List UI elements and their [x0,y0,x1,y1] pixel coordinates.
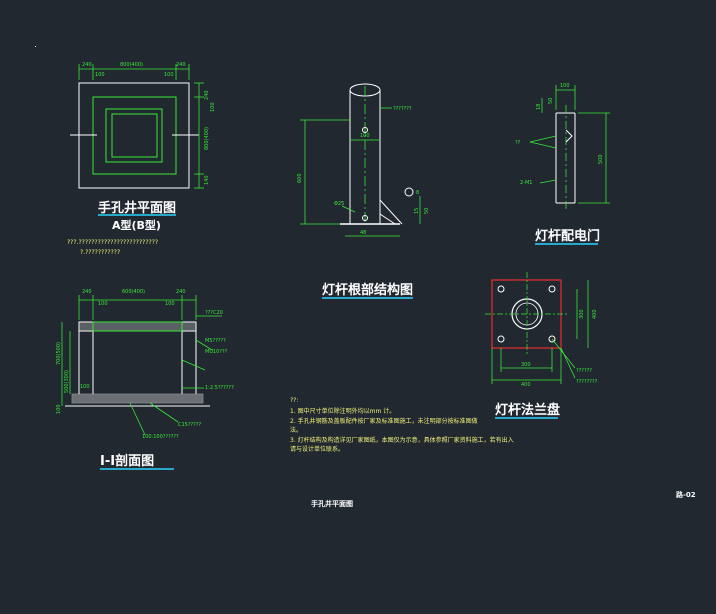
pole-door-view: 100 18 50 500 ?? 2-M1 灯杆配电门 [515,83,610,245]
plan-dim-right-140: 140 [204,175,210,185]
flange-bolt-hole [548,335,556,343]
note-3b: 请与设计单位联系。 [290,445,344,453]
root-dim-8: 8 [416,190,419,196]
section-label-m5: M5????? [205,338,226,344]
section-dim-left-500: 500(300) [64,370,70,393]
plan-dim-right-240: 240 [204,90,210,100]
door-dim-500: 500 [598,154,604,164]
plan-dimensions [78,64,204,189]
drawing-notes: ??: 1. 图中尺寸单位除注明外均以mm 计。 2. 手孔井钢筋及盖板配件按厂… [290,397,514,453]
section-base-slab [71,393,204,404]
flange-bolt-hole [497,335,505,343]
root-title: 灯杆根部结构图 [322,282,413,298]
flange-dim-v300: 300 [579,309,585,319]
plan-cover [111,113,158,158]
pole-root-view: ??????? 100 600 Φ25 8 15 50 48 灯杆根部结构图 [297,83,430,299]
plan-dim-240: 240 [82,62,92,68]
section-label-ratio: 1:2.5?????? [205,385,234,391]
section-dim-240: 240 [82,289,92,295]
section-label-c20: ???C20 [205,310,223,316]
plan-dim-100: 100 [95,72,105,78]
section-dim-left-700: 700(500) [56,342,62,365]
root-dim-50: 50 [424,208,430,214]
note-3: 3. 灯杆结构及构造详见厂家图纸，本图仅为示意，具体参照厂家资料施工，若有出入 [290,436,514,444]
flange-dim-v400: 400 [592,309,598,319]
section-dim-100: 100 [98,301,108,307]
section-dim-100b: 100 [165,301,175,307]
section-dimensions [61,295,222,436]
pole-ring [404,187,414,197]
plan-dim-right-800: 800(400) [204,127,210,150]
section-dim-inner-100: 100 [80,384,90,390]
root-dim-phi: Φ25 [334,201,344,207]
root-dim-600: 600 [297,173,303,183]
door-dim-50: 50 [548,98,554,104]
section-dim-left-100: 100 [56,404,62,414]
sheet-number: 路-02 [676,490,696,499]
door-dimensions [529,85,610,204]
section-label-bottom: 100:100?????? [142,434,179,440]
flange-bolt-hole [548,285,556,293]
handhole-section-view: 240 600(400) 240 100 100 700(500) 500(30… [56,289,234,470]
flange-dim-300: 300 [521,362,531,368]
door-label-2m1: 2-M1 [520,180,532,186]
root-dimensions [300,107,421,237]
plan-dim-100b: 100 [164,72,174,78]
door-label-pp: ?? [515,140,521,146]
section-cover-hatch [79,322,196,331]
sheet-title: 手孔井平面图 [311,499,353,508]
note-2: 2. 手孔井钢筋及盖板配件按厂家及标准图施工，未注明部分按标准图做 [290,417,478,425]
plan-note-2: ?.??????????? [80,249,120,256]
root-label-top: ??????? [393,106,412,112]
section-dim-600: 600(400) [122,289,145,295]
section-lid [92,321,183,332]
plan-title: 手孔井平面图 [98,200,176,216]
note-1: 1. 图中尺寸单位除注明外均以mm 计。 [290,407,395,415]
plan-type-label: A型(B型) [112,218,161,232]
door-dim-18: 18 [536,104,542,110]
plan-inner-frame [105,108,163,163]
plan-dim-240b: 240 [176,62,186,68]
plan-dim-800: 800(400) [120,62,143,68]
pole-flange-view: 300 400 300 400 ?????? ???????? 灯杆法兰盘 [485,272,598,419]
root-dim-48: 48 [360,230,366,236]
plan-dim-right-100: 100 [210,102,216,112]
origin-dot [35,46,36,47]
flange-dim-400: 400 [521,382,531,388]
flange-label-2: ???????? [576,379,598,385]
flange-bolt-hole [497,285,505,293]
section-label-mu10: MU10??? [205,349,228,355]
plan-note-1: ???.????????????????????????? [67,239,158,246]
root-dim-100: 100 [360,133,370,139]
section-title: I-I剖面图 [100,453,154,469]
section-dim-240b: 240 [176,289,186,295]
notes-heading: ??: [290,397,298,404]
flange-title: 灯杆法兰盘 [495,402,560,418]
section-label-c15: C15????? [178,422,201,428]
root-dim-15: 15 [414,208,420,214]
handhole-plan-view: 240 800(400) 240 100 100 240 800(400) 10… [67,62,216,256]
flange-dimensions [491,280,589,384]
note-2b: 法。 [290,426,302,434]
flange-label-1: ?????? [576,368,592,374]
door-title: 灯杆配电门 [535,228,600,244]
door-dim-100: 100 [560,83,570,89]
